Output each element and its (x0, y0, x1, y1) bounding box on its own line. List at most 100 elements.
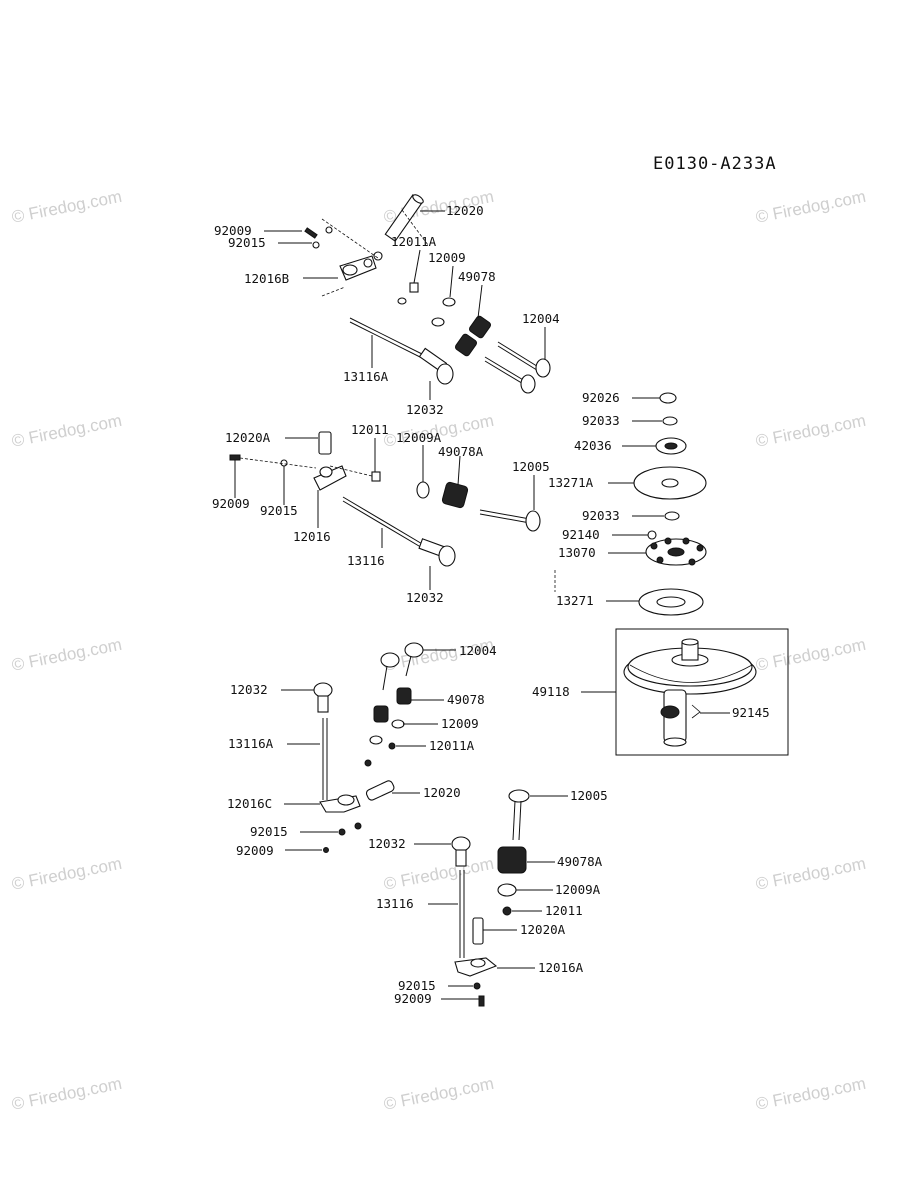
nut-92015[interactable] (473, 982, 481, 990)
label-92009c[interactable]: 92009 (236, 843, 274, 858)
valve-spring-49078A[interactable] (497, 846, 527, 874)
label-13116A[interactable]: 13116A (343, 369, 389, 384)
label-92026[interactable]: 92026 (582, 390, 620, 405)
label-12009A[interactable]: 12009A (396, 430, 442, 445)
label-92009d[interactable]: 92009 (394, 991, 432, 1006)
tappet-12020[interactable] (365, 780, 395, 802)
plate-13271[interactable] (638, 588, 704, 616)
label-92009b[interactable]: 92009 (212, 496, 250, 511)
label-92033[interactable]: 92033 (582, 413, 620, 428)
retainer-12009[interactable] (431, 297, 456, 327)
label-12032c[interactable]: 12032 (230, 682, 268, 697)
plate-13271A[interactable] (633, 466, 707, 500)
cap-12011A[interactable] (388, 742, 396, 750)
label-13116[interactable]: 13116 (347, 553, 385, 568)
label-12016B[interactable]: 12016B (244, 271, 289, 286)
label-12016A[interactable]: 12016A (538, 960, 584, 975)
label-12009[interactable]: 12009 (428, 250, 466, 265)
valve-spring-49078A[interactable] (441, 481, 469, 509)
retainer-12009A[interactable] (416, 481, 430, 499)
washer-92026[interactable] (659, 392, 677, 404)
label-12005[interactable]: 12005 (512, 459, 550, 474)
label-49118[interactable]: 49118 (532, 684, 570, 699)
retainer-12009A[interactable] (497, 883, 517, 897)
valve-12032[interactable] (418, 347, 454, 385)
rocker-arm-12016B[interactable] (339, 255, 377, 281)
cap-12011[interactable] (502, 906, 512, 916)
label-49078b[interactable]: 49078 (447, 692, 485, 707)
label-92033b[interactable]: 92033 (582, 508, 620, 523)
push-rod-13116A[interactable] (349, 317, 429, 358)
valve-spring-49078[interactable] (454, 315, 492, 357)
label-12011b[interactable]: 12011 (545, 903, 583, 918)
label-49078A[interactable]: 49078A (438, 444, 484, 459)
tappet-12020A[interactable] (318, 431, 332, 455)
label-12009b[interactable]: 12009 (441, 716, 479, 731)
label-12020A[interactable]: 12020A (225, 430, 271, 445)
label-92015b[interactable]: 92015 (260, 503, 298, 518)
camshaft-49118[interactable] (615, 628, 789, 756)
label-12009Ab[interactable]: 12009A (555, 882, 601, 897)
label-12020[interactable]: 12020 (446, 203, 484, 218)
label-13271[interactable]: 13271 (556, 593, 594, 608)
o-ring-92033[interactable] (662, 416, 678, 426)
valve-12004[interactable] (380, 642, 424, 691)
rocker-arm-12016C[interactable] (319, 794, 361, 813)
label-13116Ab[interactable]: 13116A (228, 736, 274, 751)
valve-12005[interactable] (508, 789, 530, 841)
push-rod-13116[interactable] (342, 496, 425, 546)
label-42036[interactable]: 42036 (574, 438, 612, 453)
label-92015[interactable]: 92015 (228, 235, 266, 250)
adjusting-screw-92009[interactable] (229, 454, 241, 461)
label-12020b[interactable]: 12020 (423, 785, 461, 800)
label-12005b[interactable]: 12005 (570, 788, 608, 803)
label-13271A[interactable]: 13271A (548, 475, 594, 490)
label-12004b[interactable]: 12004 (459, 643, 497, 658)
label-13070[interactable]: 13070 (558, 545, 596, 560)
valve-spring-49078[interactable] (373, 705, 389, 723)
nut-92015[interactable] (280, 459, 288, 467)
cap-12011[interactable] (371, 471, 381, 482)
label-12004[interactable]: 12004 (522, 311, 560, 326)
label-92009[interactable]: 92009 (214, 223, 252, 238)
label-49078[interactable]: 49078 (458, 269, 496, 284)
label-92015c[interactable]: 92015 (250, 824, 288, 839)
rocker-arm-12016[interactable] (313, 465, 347, 491)
label-12016C[interactable]: 12016C (227, 796, 272, 811)
label-12020Ab[interactable]: 12020A (520, 922, 566, 937)
cap-12011A[interactable] (409, 282, 419, 293)
tappet-12020A[interactable] (472, 917, 484, 945)
label-12016[interactable]: 12016 (293, 529, 331, 544)
adjusting-screw-92009[interactable] (478, 995, 485, 1007)
retainer-12009[interactable] (391, 719, 405, 729)
label-12032b[interactable]: 12032 (406, 590, 444, 605)
valve-12032[interactable] (451, 836, 471, 867)
nut-92015[interactable] (312, 241, 320, 249)
label-13116b[interactable]: 13116 (376, 896, 414, 911)
valve-spring-49078[interactable] (396, 687, 412, 705)
label-12011Ab[interactable]: 12011A (429, 738, 475, 753)
valve-train-group-lower-right (451, 789, 530, 1007)
label-49078Ab[interactable]: 49078A (557, 854, 603, 869)
label-92140[interactable]: 92140 (562, 527, 600, 542)
label-12032d[interactable]: 12032 (368, 836, 406, 851)
nut-92015[interactable] (338, 828, 346, 836)
retainer-12009[interactable] (369, 735, 383, 745)
ball-92140[interactable] (647, 530, 657, 540)
label-12011A[interactable]: 12011A (391, 234, 437, 249)
valve-12032[interactable] (313, 682, 333, 713)
adjusting-screw-92009[interactable] (304, 227, 318, 239)
adjusting-screw-92009[interactable] (323, 847, 329, 853)
valve-12004[interactable] (484, 341, 551, 394)
governor-weight-13070[interactable] (645, 537, 707, 566)
rocker-arm-12016A[interactable] (454, 957, 498, 977)
label-12011[interactable]: 12011 (351, 422, 389, 437)
o-ring-92033[interactable] (664, 511, 680, 521)
valve-12032[interactable] (418, 538, 456, 567)
tappet-12020[interactable] (384, 193, 424, 242)
label-92015d[interactable]: 92015 (398, 978, 436, 993)
valve-12005[interactable] (479, 509, 541, 532)
label-92145[interactable]: 92145 (732, 705, 770, 720)
holder-42036[interactable] (655, 437, 687, 455)
label-12032[interactable]: 12032 (406, 402, 444, 417)
